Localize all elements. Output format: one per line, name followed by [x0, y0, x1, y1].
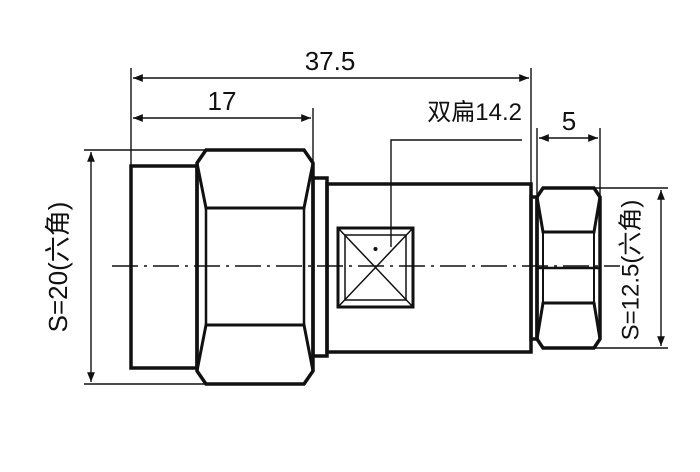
collar-ring [311, 176, 329, 358]
dim-hex-length: 17 [208, 86, 237, 116]
left-nut-flange [129, 164, 199, 370]
dim-flats-label: 双扁14.2 [427, 99, 522, 126]
extension-lines [84, 68, 668, 385]
wrench-flats-symbol [336, 226, 415, 309]
large-hex-nut [195, 148, 315, 386]
dim-small-hex-length: 5 [562, 106, 576, 136]
connector-body [325, 182, 533, 354]
flats-leader-line [390, 139, 522, 247]
dim-total-length: 37.5 [305, 46, 356, 76]
dim-large-hex-label: S=20(六角) [43, 202, 73, 333]
dimension-lines [87, 74, 665, 383]
small-hex-nut [529, 186, 602, 350]
dim-small-hex-label: S=12.5(六角) [617, 200, 644, 341]
